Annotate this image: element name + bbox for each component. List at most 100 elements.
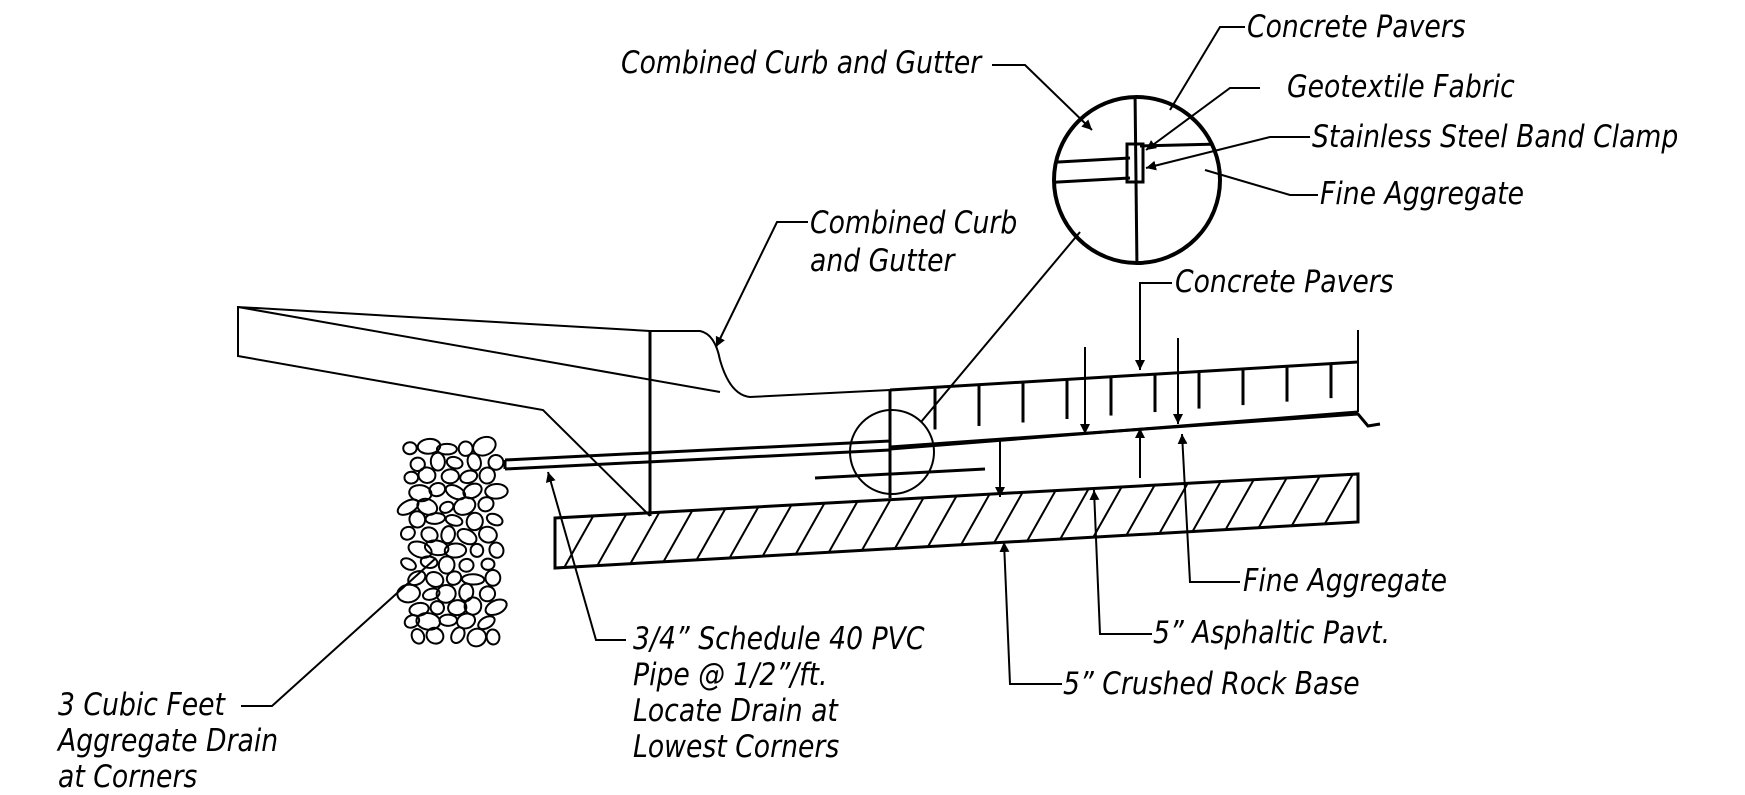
concrete-pavers bbox=[888, 330, 1359, 498]
aggregate-stone bbox=[478, 585, 497, 603]
aggregate-stone bbox=[438, 500, 455, 514]
label-pvc-pipe-line2: Pipe @ 1/2”/ft. bbox=[633, 657, 828, 693]
hatch-line bbox=[783, 474, 847, 568]
label-aggregate-drain-line2: Aggregate Drain bbox=[58, 723, 279, 759]
aggregate-stone bbox=[440, 525, 456, 545]
hatch-line bbox=[1295, 474, 1358, 568]
aggregate-stone bbox=[420, 526, 439, 544]
aggregate-stone bbox=[410, 628, 426, 645]
aggregate-stone bbox=[450, 626, 466, 645]
aggregate-stone bbox=[480, 557, 496, 571]
label-curb-gutter-top: Combined Curb and Gutter bbox=[621, 45, 982, 81]
aggregate-stone bbox=[478, 525, 498, 544]
aggregate-stone bbox=[423, 539, 450, 557]
aggregate-stone bbox=[487, 453, 505, 471]
label-crushed-rock-base: 5” Crushed Rock Base bbox=[1063, 666, 1360, 702]
label-concrete-pavers-top: Concrete Pavers bbox=[1247, 9, 1466, 45]
hatch-line bbox=[751, 474, 815, 568]
aggregate-stone bbox=[458, 582, 475, 602]
aggregate-stone bbox=[400, 557, 417, 571]
aggregate-stone bbox=[435, 442, 458, 456]
enlarged-detail bbox=[1052, 95, 1222, 265]
aggregate-stone bbox=[425, 626, 445, 645]
label-curb-gutter-mid-line2: and Gutter bbox=[810, 243, 955, 279]
hatch-line bbox=[943, 474, 1007, 568]
label-asphaltic-pavement: 5” Asphaltic Pavt. bbox=[1153, 615, 1391, 651]
aggregate-stone bbox=[424, 512, 447, 525]
hatch-line bbox=[975, 474, 1039, 568]
hatch-line bbox=[815, 474, 879, 568]
aggregate-stone bbox=[477, 496, 495, 513]
aggregate-stone bbox=[462, 482, 483, 500]
aggregate-stone bbox=[437, 555, 456, 575]
leader-lines bbox=[241, 26, 1318, 707]
label-fine-aggregate-bottom: Fine Aggregate bbox=[1243, 563, 1448, 599]
aggregate-stone bbox=[469, 542, 485, 558]
aggregate-stone bbox=[403, 470, 420, 485]
curb-gutter-section bbox=[237, 305, 891, 517]
section-drawing bbox=[237, 26, 1454, 707]
aggregate-stone bbox=[402, 441, 418, 456]
hatch-line bbox=[847, 474, 911, 568]
aggregate-stone bbox=[419, 555, 439, 569]
aggregate-stone bbox=[429, 451, 446, 472]
asphalt-layer bbox=[889, 412, 1381, 522]
hatch-line bbox=[1071, 474, 1135, 568]
aggregate-stone bbox=[452, 496, 477, 516]
label-curb-gutter-mid-line1: Combined Curb bbox=[810, 205, 1018, 241]
aggregate-stone bbox=[428, 482, 447, 498]
aggregate-stone bbox=[459, 469, 479, 485]
aggregate-stone bbox=[445, 570, 463, 586]
pvc-drain-pipe bbox=[503, 439, 986, 480]
label-fine-aggregate-top: Fine Aggregate bbox=[1320, 176, 1525, 212]
hatch-line bbox=[1007, 474, 1071, 568]
label-geotextile-fabric: Geotextile Fabric bbox=[1287, 69, 1515, 105]
aggregate-stone bbox=[425, 570, 445, 588]
aggregate-stone bbox=[466, 627, 487, 648]
aggregate-stone bbox=[443, 542, 468, 559]
aggregate-stone bbox=[435, 584, 457, 604]
aggregate-stone bbox=[447, 599, 468, 617]
label-pvc-pipe-line4: Lowest Corners bbox=[633, 729, 840, 765]
aggregate-stone bbox=[485, 512, 504, 527]
aggregate-stone bbox=[445, 455, 464, 470]
aggregate-stone bbox=[488, 541, 505, 559]
aggregate-stone bbox=[409, 456, 426, 473]
hatch-line bbox=[591, 474, 655, 568]
aggregate-stone bbox=[485, 628, 501, 646]
aggregate-stone bbox=[461, 573, 486, 586]
hatch-line bbox=[1103, 474, 1167, 568]
hatch-line bbox=[1263, 474, 1327, 568]
aggregate-stone bbox=[465, 511, 484, 532]
hatch-line bbox=[1039, 474, 1103, 568]
aggregate-stone bbox=[456, 612, 477, 630]
aggregate-stone bbox=[466, 452, 482, 472]
detail-callout bbox=[849, 231, 1081, 495]
label-pvc-pipe-line1: 3/4” Schedule 40 PVC bbox=[633, 621, 925, 657]
aggregate-stone bbox=[477, 615, 496, 631]
aggregate-stone bbox=[456, 527, 478, 546]
aggregate-stone bbox=[484, 568, 502, 587]
aggregate-stone bbox=[417, 466, 437, 484]
label-band-clamp: Stainless Steel Band Clamp bbox=[1312, 119, 1679, 155]
aggregate-stone bbox=[484, 598, 508, 617]
label-concrete-pavers-mid: Concrete Pavers bbox=[1175, 264, 1394, 300]
aggregate-stone bbox=[478, 466, 496, 485]
aggregate-stone bbox=[421, 587, 441, 601]
aggregate-stone bbox=[458, 557, 475, 573]
hatch-line bbox=[559, 474, 623, 568]
label-aggregate-drain-line3: at Corners bbox=[58, 759, 198, 795]
aggregate-stone bbox=[484, 482, 509, 500]
label-aggregate-drain-line1: 3 Cubic Feet bbox=[58, 687, 226, 723]
hatch-line bbox=[623, 474, 687, 568]
aggregate-stone bbox=[438, 613, 458, 627]
aggregate-stone bbox=[444, 514, 464, 527]
aggregate-stone bbox=[416, 497, 439, 516]
hatch-line bbox=[1392, 465, 1454, 575]
aggregate-stone bbox=[403, 614, 421, 629]
hatch-line bbox=[1360, 465, 1422, 575]
label-pvc-pipe-line3: Locate Drain at bbox=[633, 693, 838, 729]
aggregate-stone bbox=[399, 525, 416, 541]
aggregate-stone bbox=[408, 510, 427, 529]
aggregate-stone bbox=[440, 468, 460, 485]
